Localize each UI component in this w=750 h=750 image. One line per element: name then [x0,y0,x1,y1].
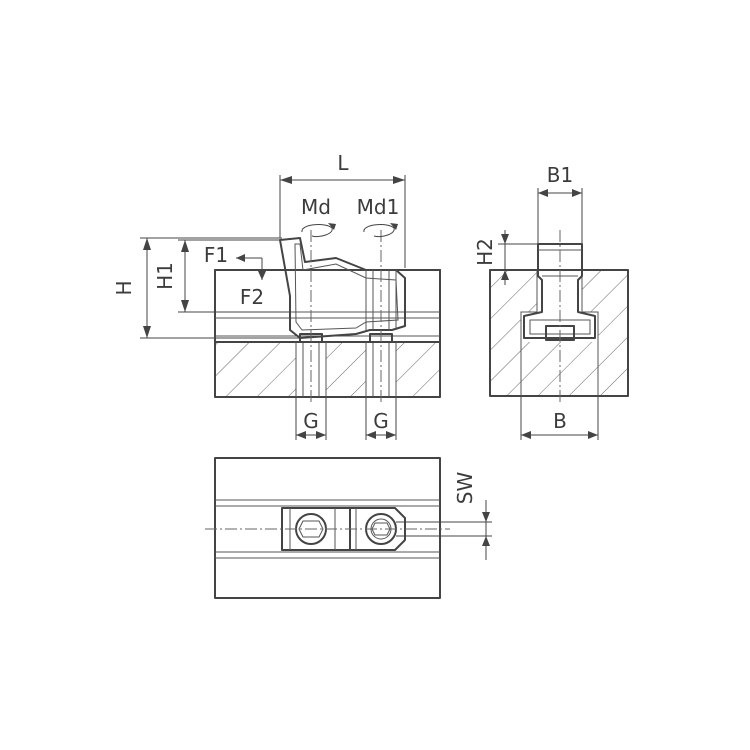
side-view: B1 H2 B [473,163,629,440]
force-F1: F1 [204,243,266,280]
label-H: H [112,280,136,295]
torque-Md: Md [301,195,336,237]
label-L: L [337,151,349,175]
label-H1: H1 [153,262,177,290]
label-H2: H2 [473,238,497,266]
top-view: SW [205,457,492,599]
rotation-arrow-icon [363,224,395,237]
front-base-section [214,341,441,398]
label-F1: F1 [204,243,228,267]
torque-Md1: Md1 [357,195,400,237]
label-G-right: G [373,409,389,433]
dimension-H1: H1 [153,239,290,313]
side-body-section [489,269,629,397]
dimension-L: L [279,151,406,268]
label-B1: B1 [547,163,573,187]
dimension-H: H [112,237,300,339]
top-view-body [214,457,441,599]
rotation-arrow-icon [301,224,333,237]
dimension-H2: H2 [473,230,538,285]
label-B: B [553,409,567,433]
label-Md: Md [301,195,331,219]
front-clamp-body [279,237,406,343]
front-view: L Md Md1 F1 F2 H [112,151,441,440]
label-F2: F2 [240,285,264,309]
dimension-G-right: G [365,397,397,440]
front-rail [214,269,441,343]
dimension-B1: B1 [537,163,583,244]
dimension-G-left: G [295,397,327,440]
dimension-B: B [520,396,599,440]
dimension-SW: SW [396,472,492,560]
label-G-left: G [303,409,319,433]
label-SW: SW [453,472,477,505]
label-Md1: Md1 [357,195,400,219]
